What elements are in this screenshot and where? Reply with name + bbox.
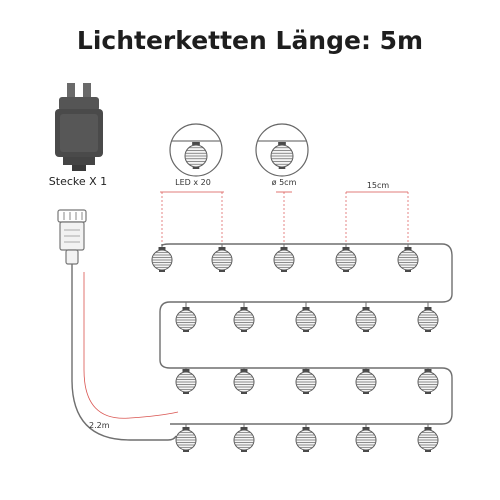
lantern-icon <box>295 369 317 394</box>
lantern-magnified-icon <box>270 142 294 169</box>
led-count-label: LED x 20 <box>175 178 211 187</box>
lantern-icon <box>355 369 377 394</box>
chain-cable <box>159 243 453 425</box>
lantern-icon <box>151 247 173 272</box>
lantern-icon <box>417 427 439 452</box>
lantern-icon <box>355 427 377 452</box>
power-plug-icon <box>55 83 103 171</box>
lantern-icon <box>417 307 439 332</box>
lantern-icon <box>233 307 255 332</box>
dimension-lines <box>160 191 409 250</box>
lantern-icon <box>397 247 419 272</box>
magnifier-detail-2 <box>255 123 309 177</box>
diagram-title: Lichterketten Länge: 5m <box>77 26 423 55</box>
lantern-icon <box>295 427 317 452</box>
connector-icon <box>57 209 87 265</box>
lantern-icon <box>175 427 197 452</box>
magnifier-detail-1 <box>169 123 223 177</box>
lantern-icon <box>175 369 197 394</box>
lantern-icon <box>335 247 357 272</box>
lantern-icon <box>417 369 439 394</box>
diameter-label: ø 5cm <box>272 178 297 187</box>
lantern-icon <box>175 307 197 332</box>
lantern-icon <box>233 427 255 452</box>
plug-label: Stecke X 1 <box>49 175 107 188</box>
spacing-label: 15cm <box>367 181 390 190</box>
lantern-icon <box>233 369 255 394</box>
lead-cable <box>71 264 168 441</box>
lantern-magnified-icon <box>184 142 208 169</box>
lantern-icon <box>273 247 295 272</box>
lantern-icon <box>355 307 377 332</box>
lead-measure-line <box>83 272 179 419</box>
lead-length-label: 2.2m <box>89 421 110 430</box>
lantern-icon <box>295 307 317 332</box>
lantern-icon <box>211 247 233 272</box>
lantern-group <box>151 244 439 452</box>
